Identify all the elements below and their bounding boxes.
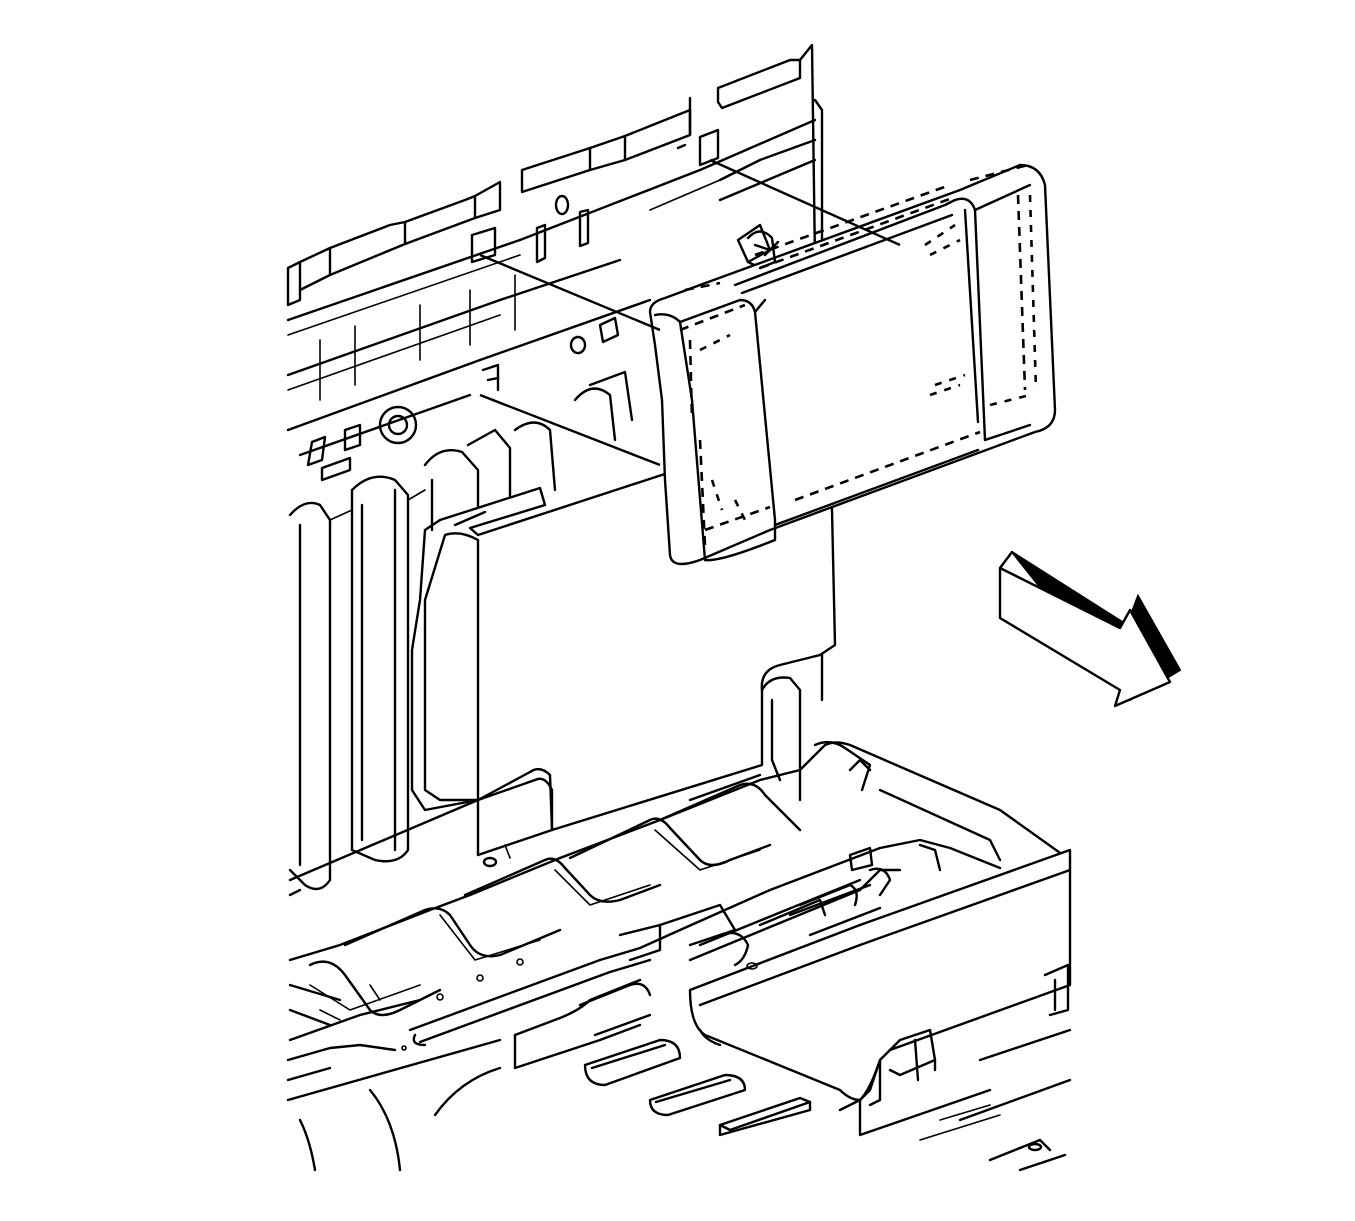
leader-lines bbox=[479, 158, 901, 467]
floor-storage-tray bbox=[688, 848, 1072, 1107]
cab-back-wall bbox=[286, 43, 824, 702]
seat-back-panel bbox=[648, 163, 1057, 566]
cab-floor-pan bbox=[286, 740, 1072, 1172]
arrow-down-right-icon bbox=[998, 550, 1182, 708]
cab-lower-wall-ribs bbox=[288, 370, 634, 897]
